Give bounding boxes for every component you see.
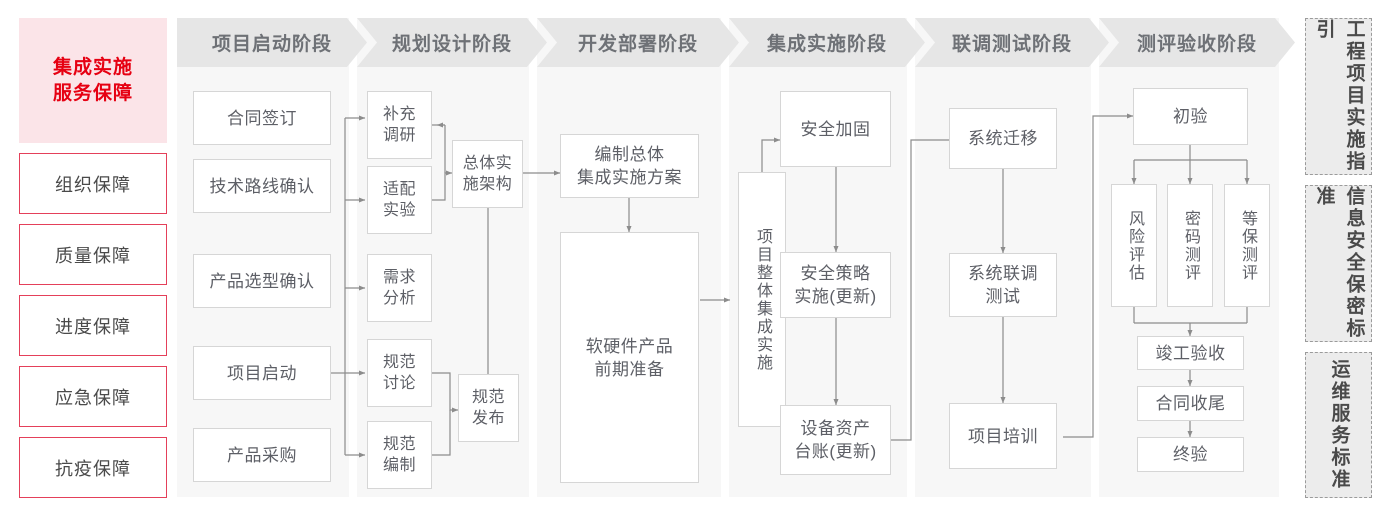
node-spec-drafting[interactable]: 规范 编制: [367, 421, 432, 489]
node-spec-discussion-line2: 讨论: [382, 375, 416, 392]
node-security-policy-implementation-line2: 实施(更新): [794, 287, 877, 306]
node-asset-ledger-update-line1: 设备资产: [800, 419, 871, 438]
node-spec-discussion[interactable]: 规范 讨论: [367, 339, 432, 407]
node-spec-release-line1: 规范: [471, 389, 505, 406]
right-sidebar-item-2[interactable]: 运维服务标准: [1305, 352, 1372, 498]
node-product-procurement[interactable]: 产品采购: [193, 428, 331, 482]
node-product-selection-confirm[interactable]: 产品选型确认: [193, 254, 331, 308]
left-sidebar-item-3[interactable]: 应急保障: [19, 366, 167, 427]
node-draft-overall-integration-plan-line1: 编制总体: [594, 145, 665, 164]
node-spec-drafting-line2: 编制: [382, 457, 416, 474]
node-project-kickoff[interactable]: 项目启动: [193, 346, 331, 400]
right-sidebar-item-0[interactable]: 工程项目实施指引: [1305, 18, 1372, 175]
node-spec-discussion-line1: 规范: [382, 354, 416, 371]
node-requirements-analysis[interactable]: 需求 分析: [367, 254, 432, 322]
left-sidebar-header-line1: 集成实施: [52, 56, 133, 78]
node-risk-assessment[interactable]: 风险评估: [1111, 184, 1157, 307]
node-asset-ledger-update-line2: 台账(更新): [794, 442, 877, 461]
left-sidebar-item-4[interactable]: 抗疫保障: [19, 437, 167, 498]
node-system-migration[interactable]: 系统迁移: [949, 108, 1057, 169]
node-overall-implementation-architecture-line2: 施架构: [462, 176, 513, 193]
node-asset-ledger-update[interactable]: 设备资产 台账(更新): [780, 405, 891, 475]
node-contract-closeout[interactable]: 合同收尾: [1137, 386, 1244, 421]
node-adaptation-experiment-line1: 适配: [382, 181, 416, 198]
left-sidebar-header-line2: 服务保障: [52, 82, 133, 104]
node-hardware-software-preparation[interactable]: 软硬件产品 前期准备: [560, 232, 699, 483]
left-sidebar-header: 集成实施 服务保障: [19, 18, 167, 143]
node-preliminary-acceptance[interactable]: 初验: [1133, 88, 1248, 145]
node-system-joint-debug-test-line2: 测试: [985, 287, 1021, 306]
phase-header-p6[interactable]: 测评验收阶段: [1099, 18, 1295, 67]
node-contract-signing[interactable]: 合同签订: [193, 91, 331, 145]
node-adaptation-experiment-line2: 实验: [382, 202, 416, 219]
node-requirements-analysis-line1: 需求: [382, 269, 416, 286]
node-spec-release[interactable]: 规范 发布: [458, 374, 519, 442]
node-hardware-software-preparation-line1: 软硬件产品: [585, 336, 674, 356]
node-supplementary-research-line1: 补充: [382, 106, 416, 123]
node-overall-implementation-architecture[interactable]: 总体实 施架构: [452, 140, 523, 208]
left-sidebar-item-0[interactable]: 组织保障: [19, 153, 167, 214]
phase-header-p4[interactable]: 集成实施阶段: [729, 18, 925, 67]
node-draft-overall-integration-plan[interactable]: 编制总体 集成实施方案: [560, 134, 699, 198]
node-requirements-analysis-line2: 分析: [382, 290, 416, 307]
node-draft-overall-integration-plan-line2: 集成实施方案: [577, 168, 682, 187]
phase-header-p2[interactable]: 规划设计阶段: [357, 18, 547, 67]
node-spec-release-line2: 发布: [471, 410, 505, 427]
phase-header-p5[interactable]: 联调测试阶段: [915, 18, 1109, 67]
node-supplementary-research-line2: 调研: [382, 127, 416, 144]
node-security-policy-implementation[interactable]: 安全策略 实施(更新): [780, 252, 891, 318]
node-mlps-evaluation[interactable]: 等保测评: [1224, 184, 1270, 307]
left-sidebar-item-2[interactable]: 进度保障: [19, 295, 167, 356]
node-overall-implementation-architecture-line1: 总体实: [462, 155, 513, 172]
node-system-joint-debug-test-line1: 系统联调: [968, 264, 1038, 283]
node-supplementary-research[interactable]: 补充 调研: [367, 91, 432, 159]
left-sidebar-item-1[interactable]: 质量保障: [19, 224, 167, 285]
node-spec-drafting-line1: 规范: [382, 436, 416, 453]
node-hardware-software-preparation-line2: 前期准备: [594, 359, 665, 379]
node-cryptography-evaluation[interactable]: 密码测评: [1167, 184, 1213, 307]
node-security-hardening[interactable]: 安全加固: [780, 91, 891, 167]
node-adaptation-experiment[interactable]: 适配 实验: [367, 166, 432, 234]
node-overall-project-integration[interactable]: 项目整体集成实施: [738, 172, 786, 427]
phase-header-p3[interactable]: 开发部署阶段: [537, 18, 739, 67]
node-security-policy-implementation-line1: 安全策略: [800, 264, 871, 283]
node-tech-route-confirm[interactable]: 技术路线确认: [193, 159, 331, 213]
right-sidebar-item-1[interactable]: 信息安全保密标准: [1305, 185, 1372, 342]
node-project-training[interactable]: 项目培训: [949, 403, 1057, 469]
node-completion-acceptance[interactable]: 竣工验收: [1137, 336, 1244, 370]
phase-header-p1[interactable]: 项目启动阶段: [177, 18, 367, 67]
node-system-joint-debug-test[interactable]: 系统联调 测试: [949, 253, 1057, 317]
node-final-acceptance[interactable]: 终验: [1137, 437, 1244, 472]
